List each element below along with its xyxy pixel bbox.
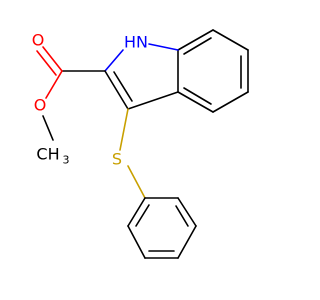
- bond-n-c2: [104, 49, 124, 72]
- bond-ph-2: [177, 197, 197, 227]
- sulfur-label: S: [112, 150, 122, 169]
- bond-ph-6: [127, 197, 146, 227]
- bond-ph-6-inner: [135, 204, 150, 227]
- methyl-label: CH: [36, 145, 59, 164]
- bond-c2-c3: [104, 70, 129, 110]
- molecule-structure: HN O O S CH 3: [31, 29, 249, 259]
- bond-s-phenyl: [127, 165, 146, 199]
- oxygen-carbonyl-label: O: [32, 31, 45, 50]
- bond-benzo-4-inner: [183, 87, 212, 105]
- bond-ph-2-inner: [175, 205, 189, 227]
- bond-c7a-n: [148, 43, 179, 51]
- nitrogen-label: HN: [124, 33, 148, 52]
- bond-benzo-6-inner: [183, 37, 212, 55]
- bond-benzo-4: [177, 91, 214, 113]
- oxygen-ester-label: O: [34, 96, 47, 115]
- bond-ph-3: [177, 225, 197, 259]
- bond-benzo-6: [177, 29, 214, 51]
- bond-benzo-3: [212, 91, 249, 113]
- methyl-subscript: 3: [63, 154, 70, 167]
- bond-benzo-1: [212, 29, 249, 51]
- molecule-drawing: HN O O S CH 3: [32, 29, 249, 259]
- bond-carbonyl-o-double: [36, 50, 57, 76]
- bond-carbonyl-oester: [45, 70, 63, 99]
- bond-c2-c3-inner: [113, 71, 133, 102]
- bond-oester-methyl: [42, 115, 54, 141]
- bond-carbonyl-o: [42, 46, 63, 72]
- bond-c3-s: [119, 108, 129, 151]
- bond-ph-5: [127, 225, 146, 259]
- bond-c3-c3a: [127, 91, 179, 110]
